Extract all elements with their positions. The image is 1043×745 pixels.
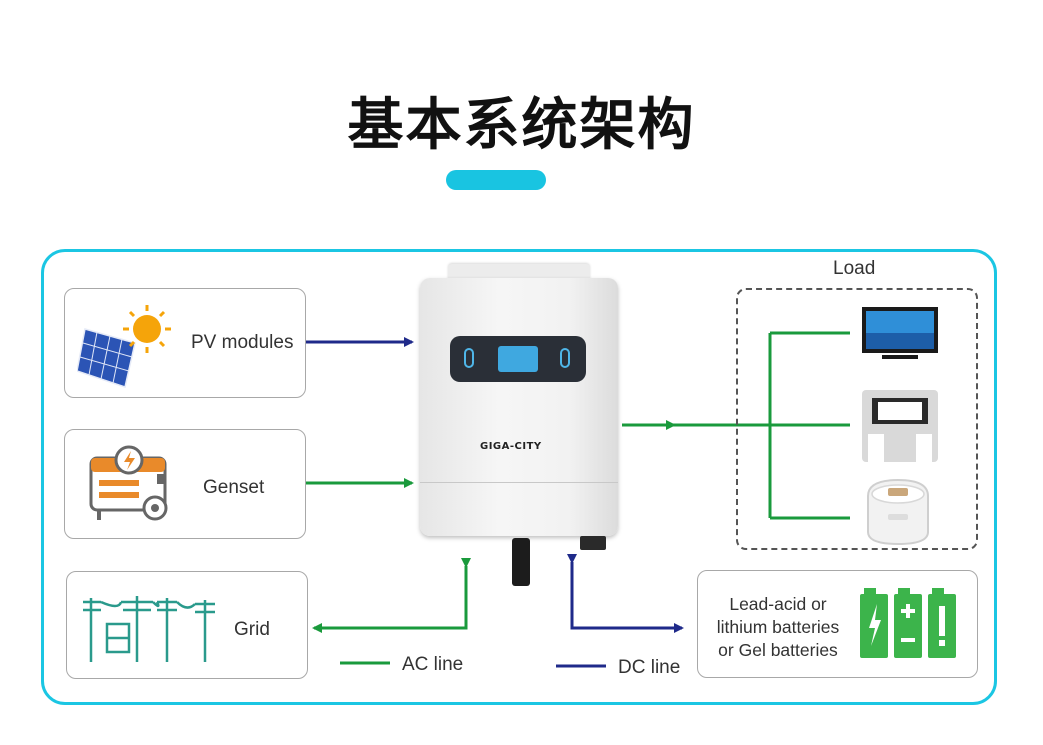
- inverter-bottom-seam: [420, 482, 618, 483]
- inverter-left-button-icon: [464, 348, 474, 368]
- diagram-frame: [41, 249, 997, 705]
- pv-label: PV modules: [191, 332, 294, 353]
- inverter-right-button-icon: [560, 348, 570, 368]
- inverter-mount-bracket: [448, 264, 590, 282]
- ceiling-light-icon: [862, 390, 938, 462]
- rice-cooker-icon: [867, 478, 929, 546]
- tv-icon: [862, 307, 938, 359]
- hybrid-inverter: [420, 278, 618, 536]
- legend-dc-label: DC line: [618, 657, 681, 678]
- inverter-display-panel: [450, 336, 586, 382]
- genset-card: Genset: [64, 429, 306, 539]
- solar-panel-icon: [77, 305, 171, 388]
- pv-card: PV modules: [64, 288, 306, 398]
- grid-ac-line: [312, 558, 471, 633]
- load-group: [736, 288, 978, 550]
- load-label: Load: [833, 258, 876, 279]
- page-title: 基本系统架构: [347, 93, 696, 158]
- battery-dc-line: [567, 554, 684, 633]
- title-underline-bar: [446, 170, 546, 190]
- generator-icon: [89, 445, 168, 521]
- inverter-brand: GIGA-CITY: [480, 441, 542, 452]
- grid-label: Grid: [234, 619, 270, 640]
- inverter-cable-plug: [512, 538, 530, 586]
- inverter-connectors: [580, 536, 606, 550]
- inverter-screen: [498, 346, 538, 372]
- power-grid-icon: [83, 596, 215, 662]
- grid-card: Grid: [66, 571, 308, 679]
- genset-label: Genset: [203, 477, 265, 498]
- battery-icons: [860, 588, 956, 658]
- battery-label: Lead-acid or lithium batteries or Gel ba…: [716, 594, 840, 660]
- legend-ac-label: AC line: [402, 654, 464, 675]
